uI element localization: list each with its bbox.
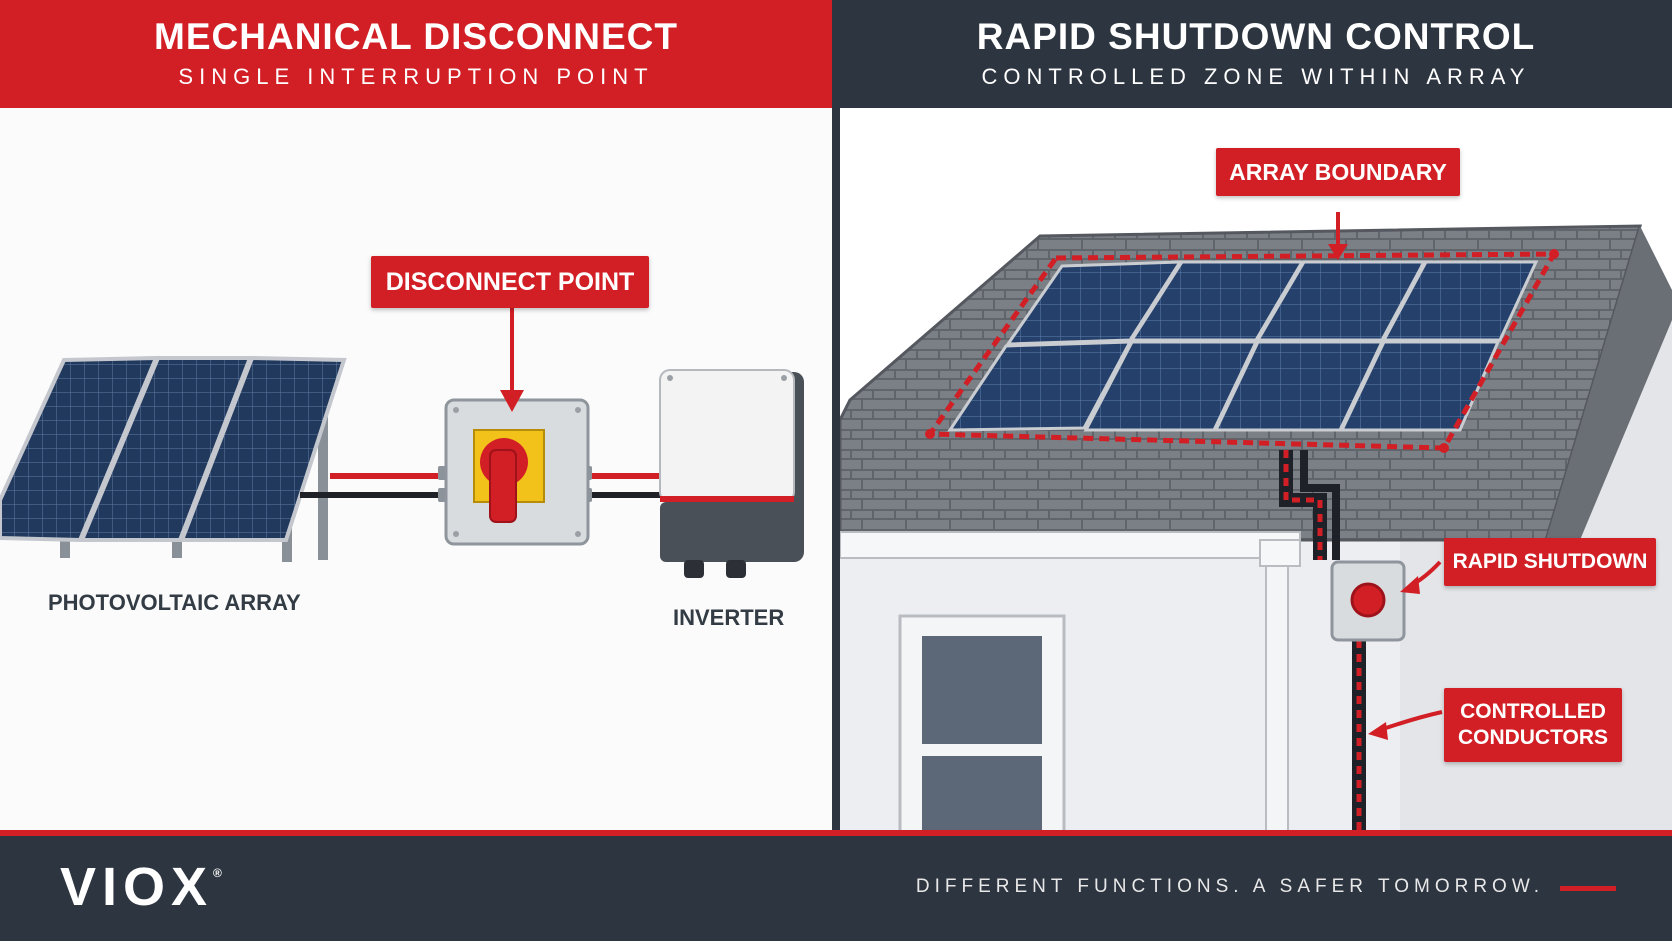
solar-panel-icon (0, 355, 347, 562)
disconnect-switch-icon (438, 398, 592, 546)
disconnect-point-callout: DISCONNECT POINT (371, 256, 649, 308)
mechanical-disconnect-illustration (0, 306, 804, 578)
inverter-label: INVERTER (673, 605, 785, 630)
rapid-shutdown-illustration (840, 212, 1672, 834)
inverter-icon (659, 369, 804, 578)
controlled-conductors-callout: CONTROLLED CONDUCTORS (1444, 688, 1622, 762)
dc-cables (300, 473, 664, 498)
footer: VIOX® DIFFERENT FUNCTIONS. A SAFER TOMOR… (0, 836, 1672, 941)
footer-tagline: DIFFERENT FUNCTIONS. A SAFER TOMORROW. (915, 876, 1544, 897)
viox-logo: VIOX® (60, 856, 222, 918)
roof-solar-array (947, 260, 1539, 432)
logo-text: VIOX (60, 857, 214, 917)
rapid-shutdown-callout: RAPID SHUTDOWN (1444, 538, 1656, 586)
controlled-conductors-line1: CONTROLLED (1460, 700, 1606, 723)
controlled-conductors-line2: CONDUCTORS (1457, 726, 1609, 749)
right-subtitle: CONTROLLED ZONE WITHIN ARRAY (981, 64, 1531, 89)
left-header: MECHANICAL DISCONNECT SINGLE INTERRUPTIO… (0, 0, 832, 108)
controlled-conductors-cable (1279, 450, 1366, 834)
photovoltaic-array-label: PHOTOVOLTAIC ARRAY (48, 590, 301, 615)
rapid-shutdown-panel: RAPID SHUTDOWN CONTROL CONTROLLED ZONE W… (840, 0, 1672, 834)
tagline-accent-bar (1560, 886, 1616, 891)
right-title: RAPID SHUTDOWN CONTROL (976, 16, 1536, 57)
left-subtitle: SINGLE INTERRUPTION POINT (178, 64, 654, 89)
right-header: RAPID SHUTDOWN CONTROL CONTROLLED ZONE W… (840, 0, 1672, 108)
panel-divider (832, 0, 840, 834)
footer-accent-line (0, 830, 1672, 836)
left-title: MECHANICAL DISCONNECT (154, 16, 678, 57)
rapid-shutdown-button-icon (1330, 560, 1406, 642)
logo-registered-mark: ® (213, 866, 222, 880)
mechanical-disconnect-panel: MECHANICAL DISCONNECT SINGLE INTERRUPTIO… (0, 0, 832, 834)
array-boundary-callout: ARRAY BOUNDARY (1216, 148, 1460, 196)
